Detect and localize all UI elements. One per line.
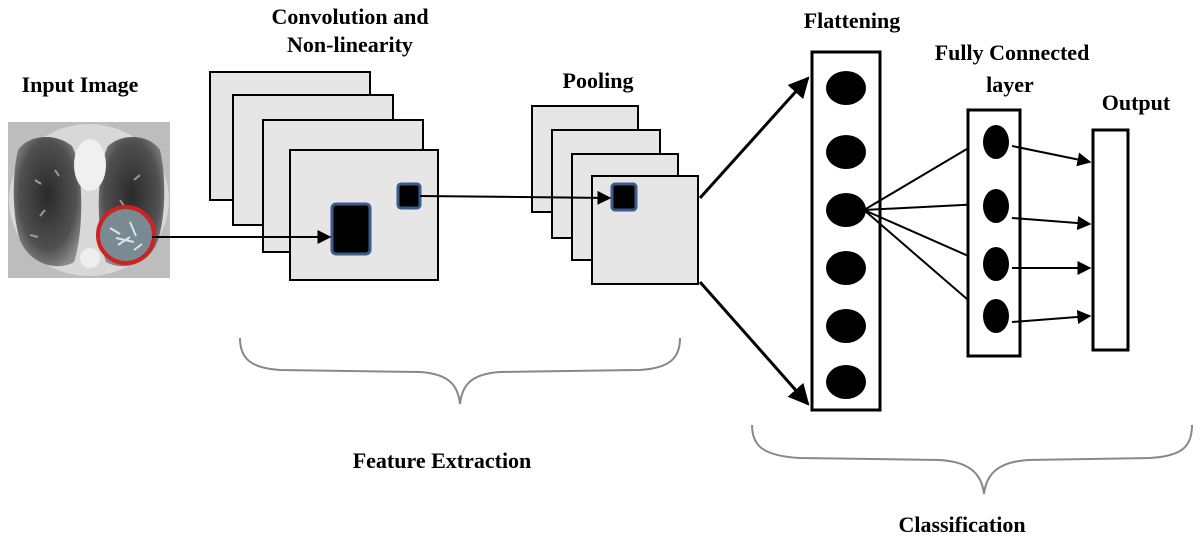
fully-connected-label-line2: layer bbox=[986, 72, 1034, 97]
connection-arrow bbox=[863, 209, 984, 264]
flattening-label: Flattening bbox=[804, 8, 901, 33]
flattening-layer bbox=[810, 50, 882, 412]
feature-extraction-brace bbox=[239, 337, 681, 405]
fc-to-output-connections bbox=[1011, 145, 1092, 324]
pooled-map bbox=[591, 175, 699, 285]
kernel-window-small bbox=[396, 182, 422, 210]
classification-label: Classification bbox=[898, 512, 1025, 537]
output-box bbox=[1091, 128, 1130, 352]
connection-arrow bbox=[863, 197, 984, 212]
fully-connected-label-line1: Fully Connected bbox=[935, 40, 1090, 65]
convolution-label-line2: Non-linearity bbox=[287, 32, 413, 57]
fc-node bbox=[983, 299, 1009, 333]
kernel-window-large bbox=[330, 202, 372, 256]
classification-brace bbox=[751, 424, 1193, 495]
flatten-node bbox=[826, 193, 866, 227]
connection-arrow bbox=[863, 139, 984, 211]
input-ct-image bbox=[8, 122, 170, 278]
fc-node bbox=[983, 247, 1009, 281]
fully-connected-layer bbox=[966, 108, 1022, 358]
pooled-kernel-window bbox=[610, 182, 638, 212]
flatten-node bbox=[826, 71, 866, 105]
connection-arrow bbox=[863, 209, 984, 313]
flatten-to-fc-connections bbox=[863, 139, 984, 313]
feature-extraction-label: Feature Extraction bbox=[353, 448, 532, 473]
flatten-node bbox=[826, 309, 866, 343]
arrow-pool-to-flatten-top bbox=[698, 76, 810, 200]
fc-node bbox=[983, 189, 1009, 223]
pooling-label: Pooling bbox=[563, 68, 634, 93]
connection-arrow bbox=[1011, 216, 1092, 231]
flatten-node bbox=[826, 251, 866, 285]
convolution-label-line1: Convolution and bbox=[271, 4, 428, 29]
arrow-pool-to-flatten-bottom bbox=[698, 281, 810, 406]
connection-arrow bbox=[1011, 309, 1092, 324]
output-label: Output bbox=[1102, 90, 1171, 115]
flatten-node bbox=[826, 135, 866, 169]
flatten-node bbox=[826, 365, 866, 399]
input-image-label: Input Image bbox=[22, 72, 139, 97]
connection-arrow bbox=[1011, 145, 1092, 167]
pooling-feature-maps bbox=[531, 105, 699, 285]
flattening-column bbox=[810, 50, 882, 412]
convolution-feature-maps bbox=[209, 71, 439, 281]
lesion-highlight-circle bbox=[96, 205, 156, 265]
arrow-conv-to-pool bbox=[419, 190, 612, 205]
fc-node bbox=[983, 125, 1009, 159]
